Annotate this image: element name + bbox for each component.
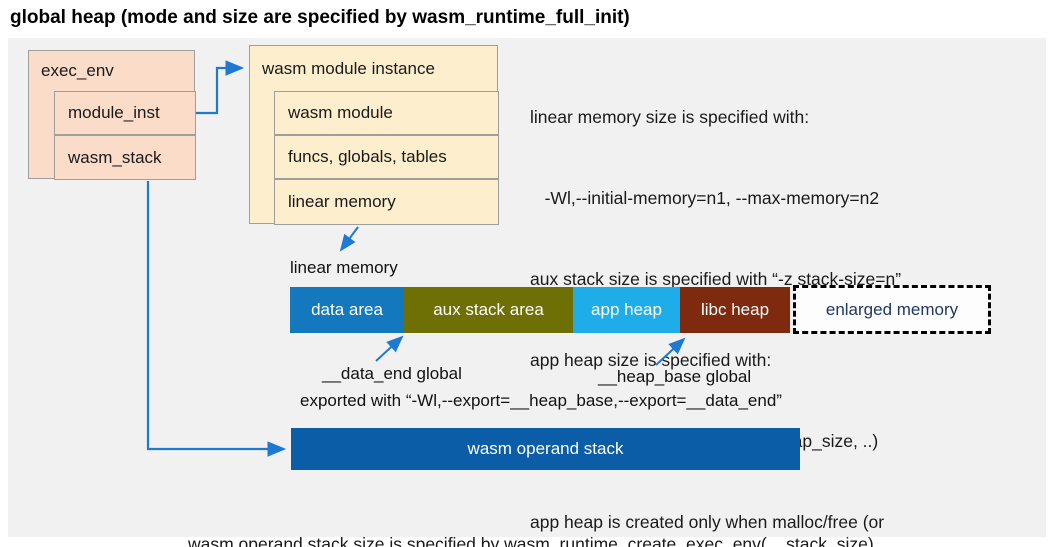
segment-enlarged-memory: enlarged memory xyxy=(793,285,991,334)
export-note: exported with “-Wl,--export=__heap_base,… xyxy=(300,391,782,410)
note-line: linear memory size is specified with: xyxy=(530,107,810,127)
linear-memory-label: linear memory xyxy=(290,258,398,277)
segment-aux-stack-area: aux stack area xyxy=(404,287,573,333)
diagram-title: global heap (mode and size are specified… xyxy=(10,7,630,28)
exec-env-row-wasm-stack: wasm_stack xyxy=(54,135,196,180)
module-instance-row-funcs-globals-tables: funcs, globals, tables xyxy=(274,135,499,179)
operand-stack-notes: wasm operand stack size is specified by … xyxy=(188,482,874,547)
note-line: aux stack size is specified with “-z sta… xyxy=(530,269,902,289)
segment-app-heap: app heap xyxy=(573,287,680,333)
note-line: -Wl,--initial-memory=n1, --max-memory=n2 xyxy=(530,188,880,208)
exec-env-header: exec_env xyxy=(41,61,114,80)
segment-data-area: data area xyxy=(290,287,404,333)
module-instance-row-linear-memory: linear memory xyxy=(274,179,499,225)
segment-libc-heap: libc heap xyxy=(680,287,790,333)
exec-env-box: exec_env module_inst wasm_stack xyxy=(28,50,196,180)
note-line: wasm operand stack size is specified by … xyxy=(188,534,874,547)
heap-base-global-label: __heap_base global xyxy=(598,367,752,386)
wasm-operand-stack-bar: wasm operand stack xyxy=(291,428,800,470)
module-instance-header: wasm module instance xyxy=(262,58,435,78)
data-end-global-label: __data_end global xyxy=(322,364,462,383)
exec-env-row-module-inst: module_inst xyxy=(54,91,196,135)
note-line: app heap is created only when malloc/fre… xyxy=(530,512,885,532)
module-instance-box: wasm module instance wasm module funcs, … xyxy=(249,45,499,225)
module-instance-row-wasm-module: wasm module xyxy=(274,91,499,135)
